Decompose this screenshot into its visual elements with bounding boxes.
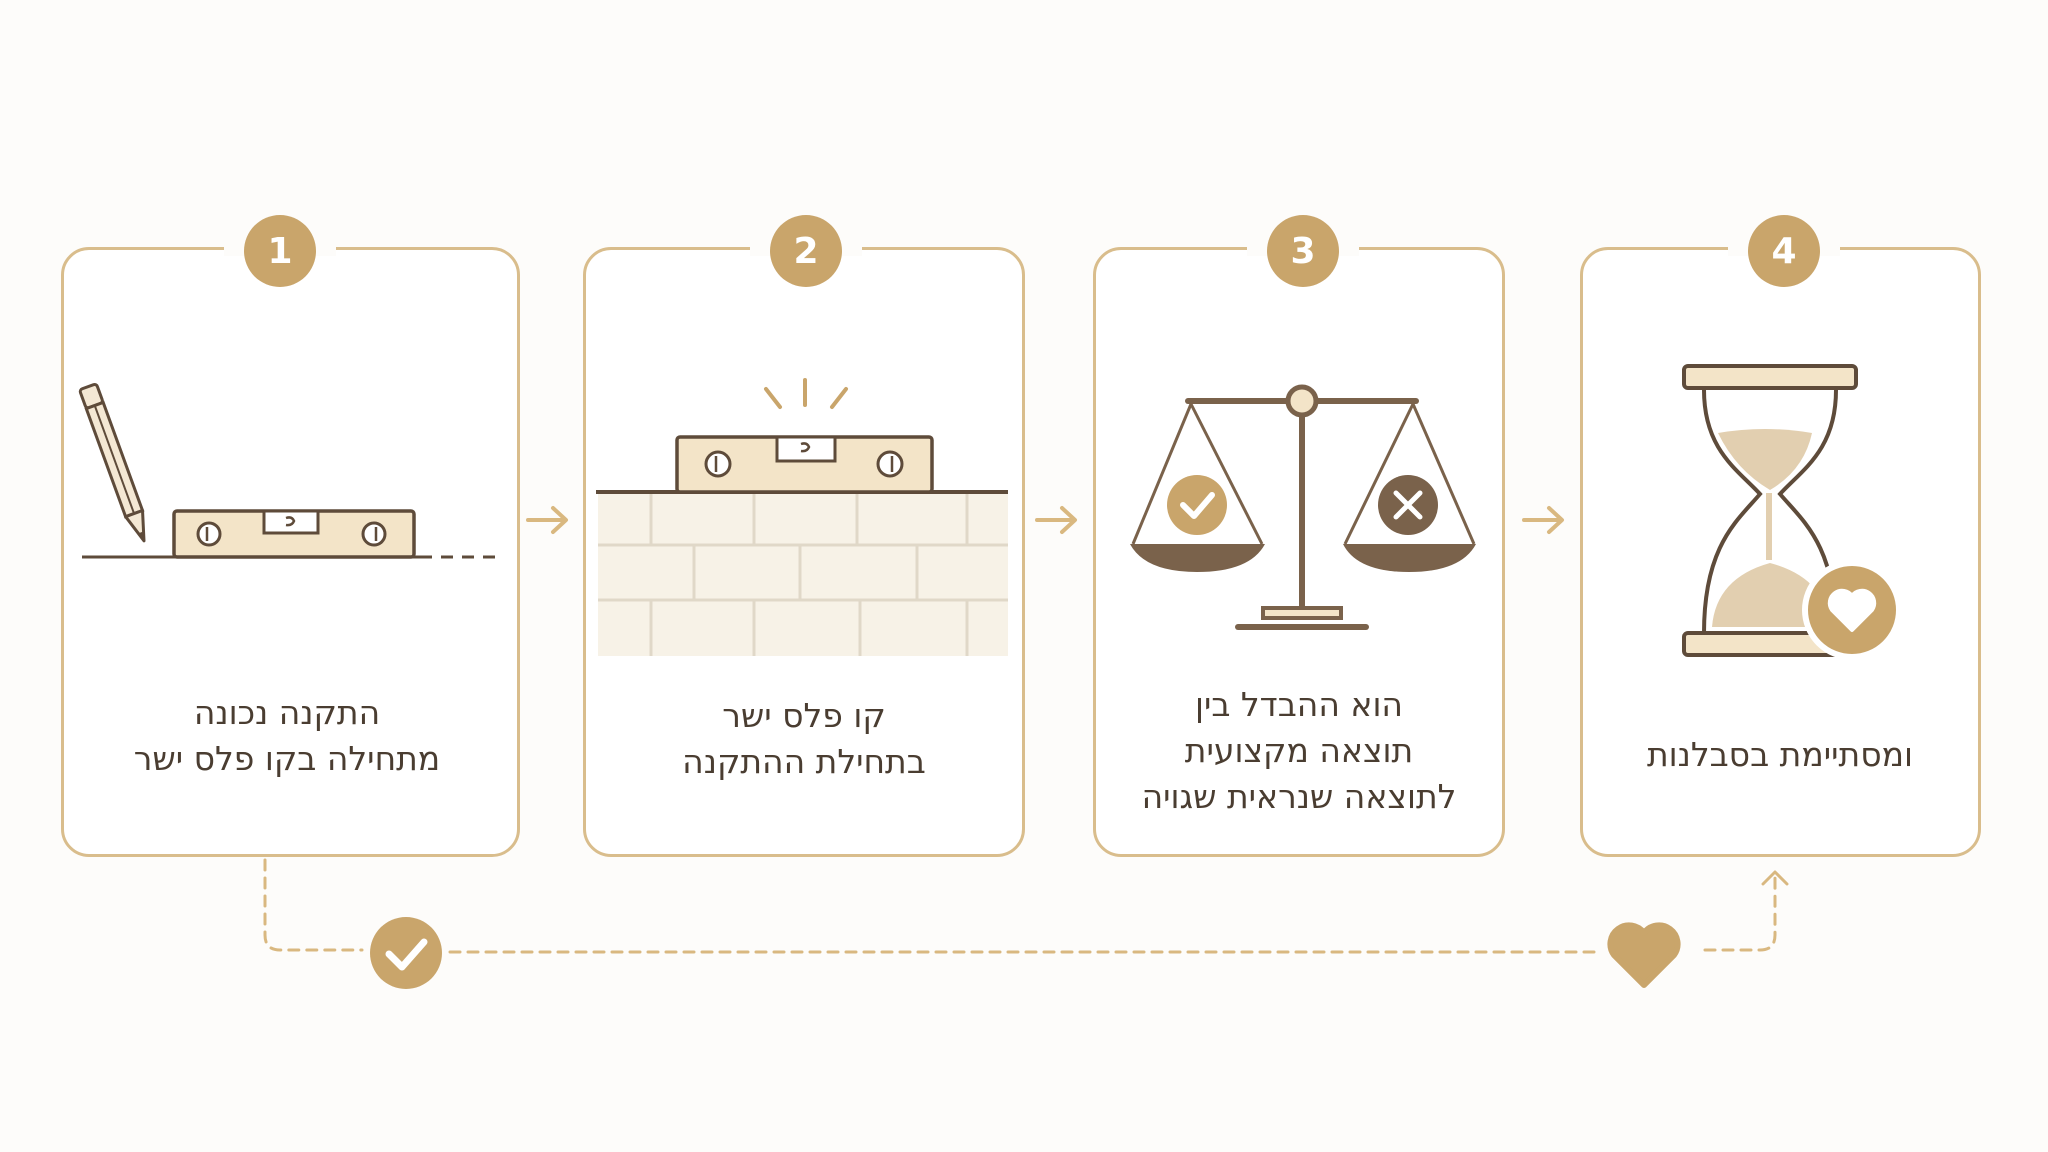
- pencil-icon: [78, 382, 146, 543]
- arrow-right-icon: [526, 506, 568, 534]
- spirit-level-icon: [172, 509, 416, 559]
- check-circle-icon: [1167, 475, 1227, 535]
- step-number-badge-3: 3: [1267, 215, 1339, 287]
- step-text-1: התקנה נכונה מתחילה בקו פלס ישר: [77, 690, 497, 782]
- bottom-connector: [263, 858, 1777, 954]
- step-text-3-line-3: לתוצאה שנראית שגויה: [1141, 777, 1457, 816]
- hourglass-with-heart-icon: [1682, 364, 1902, 660]
- balance-scale-icon: [1130, 384, 1476, 630]
- step-number-badge-1: 1: [244, 215, 316, 287]
- pencil-and-spirit-level-icon: [78, 382, 500, 559]
- spirit-level-on-tile-wall-icon: [596, 378, 1008, 656]
- step-text-2-line-1: קו פלס ישר: [722, 696, 886, 735]
- step-number-badge-4: 4: [1748, 215, 1820, 287]
- arrow-right-icon: [1035, 506, 1077, 534]
- step-text-2-line-2: בתחילת ההתקנה: [682, 742, 926, 781]
- step-text-4: ומסתיימת בסבלנות: [1570, 732, 1990, 778]
- arrow-right-icon: [1522, 506, 1564, 534]
- step-text-4-line-1: ומסתיימת בסבלנות: [1646, 735, 1914, 774]
- step-card-4: [1580, 247, 1981, 857]
- step-text-3-line-1: הוא ההבדל בין: [1194, 685, 1403, 724]
- step-text-3-line-2: תוצאה מקצועית: [1184, 731, 1414, 770]
- step-text-3: הוא ההבדל בין תוצאה מקצועית לתוצאה שנראי…: [1089, 682, 1509, 820]
- step-text-1-line-1: התקנה נכונה: [193, 693, 381, 732]
- step-number-badge-2: 2: [770, 215, 842, 287]
- heart-icon: [1607, 922, 1681, 988]
- step-text-2: קו פלס ישר בתחילת ההתקנה: [594, 693, 1014, 785]
- check-circle-icon: [370, 917, 442, 989]
- step-text-1-line-2: מתחילה בקו פלס ישר: [133, 739, 441, 778]
